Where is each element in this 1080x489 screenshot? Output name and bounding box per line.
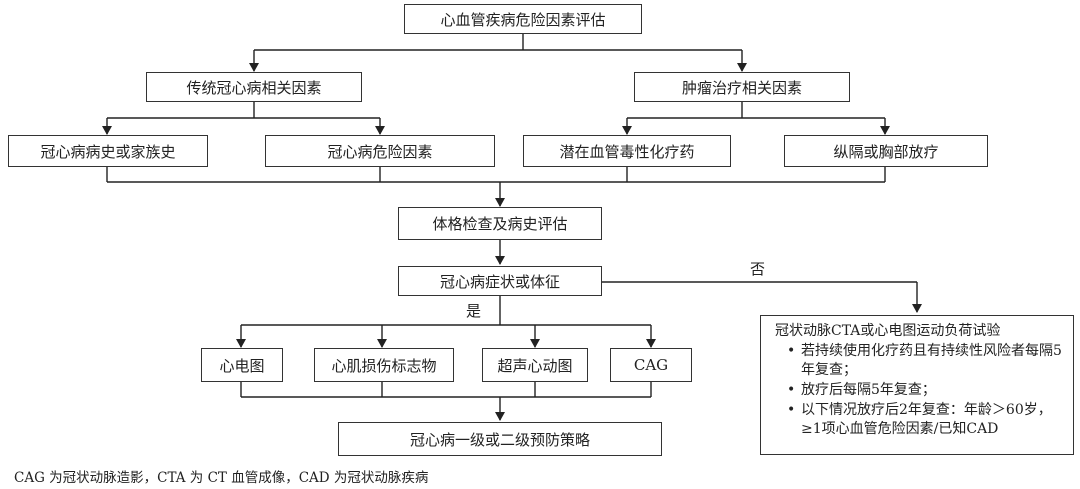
follow-up-item-text: 以下情况放疗后2年复查：年龄＞60岁，≥1项心血管危险因素/已知CAD [801, 402, 1052, 437]
cad-symptoms-box: 冠心病症状或体征 [398, 266, 602, 296]
cag-box: CAG [610, 348, 692, 382]
follow-up-item: • 若持续使用化疗药且有持续性风险者每隔5年复查； [775, 342, 1065, 380]
myocardial-markers-box: 心肌损伤标志物 [314, 348, 454, 382]
bullet-icon: • [787, 382, 796, 398]
bullet-icon: • [787, 402, 796, 418]
mediastinal-radiation-box: 纵隔或胸部放疗 [784, 135, 988, 167]
bullet-icon: • [787, 343, 796, 359]
yes-label: 是 [466, 302, 482, 320]
traditional-factors-box: 传统冠心病相关因素 [146, 72, 362, 102]
cad-history-box: 冠心病病史或家族史 [8, 135, 208, 167]
follow-up-panel: 冠状动脉CTA或心电图运动负荷试验 • 若持续使用化疗药且有持续性风险者每隔5年… [760, 315, 1074, 455]
ecg-box: 心电图 [201, 348, 283, 382]
abbreviations-footnote: CAG 为冠状动脉造影，CTA 为 CT 血管成像，CAD 为冠状动脉疾病 [14, 470, 429, 486]
follow-up-item-text: 若持续使用化疗药且有持续性风险者每隔5年复查； [801, 343, 1062, 378]
root-box: 心血管疾病危险因素评估 [404, 4, 642, 34]
follow-up-list: • 若持续使用化疗药且有持续性风险者每隔5年复查； • 放疗后每隔5年复查； •… [775, 342, 1065, 439]
follow-up-heading: 冠状动脉CTA或心电图运动负荷试验 [775, 323, 1001, 339]
follow-up-item: • 放疗后每隔5年复查； [775, 381, 1065, 400]
prevention-strategy-box: 冠心病一级或二级预防策略 [338, 422, 662, 456]
no-label: 否 [750, 260, 766, 278]
exam-history-box: 体格检查及病史评估 [398, 207, 602, 240]
vasotoxic-chemo-box: 潜在血管毒性化疗药 [523, 135, 731, 167]
oncology-factors-box: 肿瘤治疗相关因素 [634, 72, 850, 102]
cad-risk-box: 冠心病危险因素 [265, 135, 495, 167]
follow-up-item-text: 放疗后每隔5年复查； [801, 382, 936, 398]
echocardiography-box: 超声心动图 [482, 348, 588, 382]
follow-up-item: • 以下情况放疗后2年复查：年龄＞60岁，≥1项心血管危险因素/已知CAD [775, 401, 1065, 439]
